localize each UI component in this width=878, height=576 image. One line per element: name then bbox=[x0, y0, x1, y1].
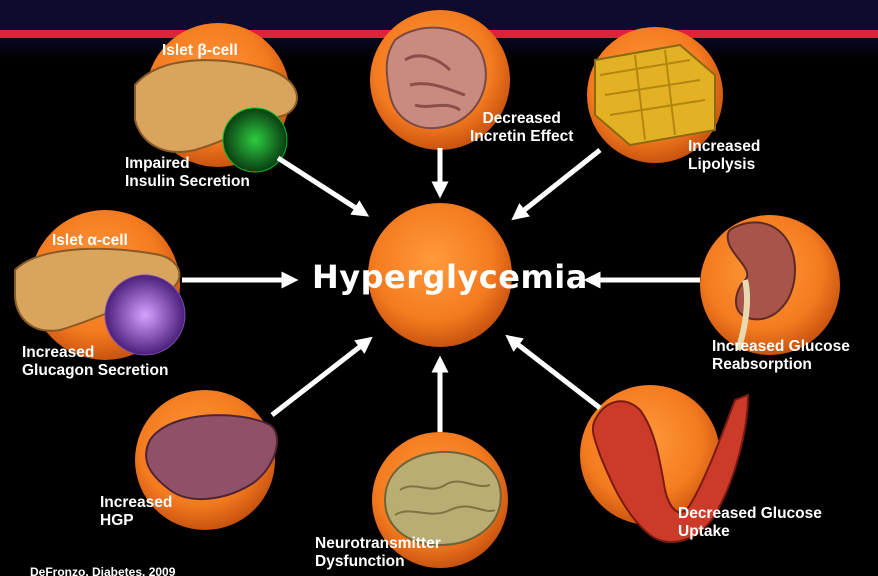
label-line: Uptake bbox=[678, 523, 822, 541]
glucagon-label: Increased Glucagon Secretion bbox=[22, 344, 168, 380]
label-line: Increased Glucose bbox=[712, 338, 850, 356]
label-line: Decreased Glucose bbox=[678, 505, 822, 523]
arrow-hgp-to-center bbox=[272, 342, 366, 415]
label-line: HGP bbox=[100, 512, 172, 530]
impaired-insulin-label: Impaired Insulin Secretion bbox=[125, 155, 250, 191]
adipose-tissue-image bbox=[595, 45, 715, 145]
neurotransmitter-label: Neurotransmitter Dysfunction bbox=[315, 535, 441, 571]
arrow-uptake-to-center bbox=[512, 340, 600, 408]
hgp-label: Increased HGP bbox=[100, 494, 172, 530]
brain-image bbox=[385, 452, 501, 545]
label-line: Neurotransmitter bbox=[315, 535, 441, 553]
label-line: Lipolysis bbox=[688, 156, 760, 174]
arrow-lipolysis-to-center bbox=[518, 150, 600, 215]
label-line: Dysfunction bbox=[315, 553, 441, 571]
label-line: Incretin Effect bbox=[470, 128, 573, 146]
label-line: Decreased bbox=[470, 110, 573, 128]
label-line: Increased bbox=[688, 138, 760, 156]
arrow-beta-to-center bbox=[278, 158, 362, 212]
reabsorption-label: Increased Glucose Reabsorption bbox=[712, 338, 850, 374]
label-line: Reabsorption bbox=[712, 356, 850, 374]
islet-beta-cell-title: Islet β-cell bbox=[162, 42, 238, 60]
label-line: Increased bbox=[22, 344, 168, 362]
citation: DeFronzo. Diabetes. 2009 bbox=[30, 565, 175, 576]
label-line: Glucagon Secretion bbox=[22, 362, 168, 380]
hyperglycemia-label: Hyperglycemia bbox=[312, 258, 592, 296]
label-line: Impaired bbox=[125, 155, 250, 173]
uptake-label: Decreased Glucose Uptake bbox=[678, 505, 822, 541]
label-line: Insulin Secretion bbox=[125, 173, 250, 191]
lipolysis-label: Increased Lipolysis bbox=[688, 138, 760, 174]
islet-alpha-cell-title: Islet α-cell bbox=[52, 232, 128, 250]
label-line: Increased bbox=[100, 494, 172, 512]
incretin-label: Decreased Incretin Effect bbox=[470, 110, 573, 146]
